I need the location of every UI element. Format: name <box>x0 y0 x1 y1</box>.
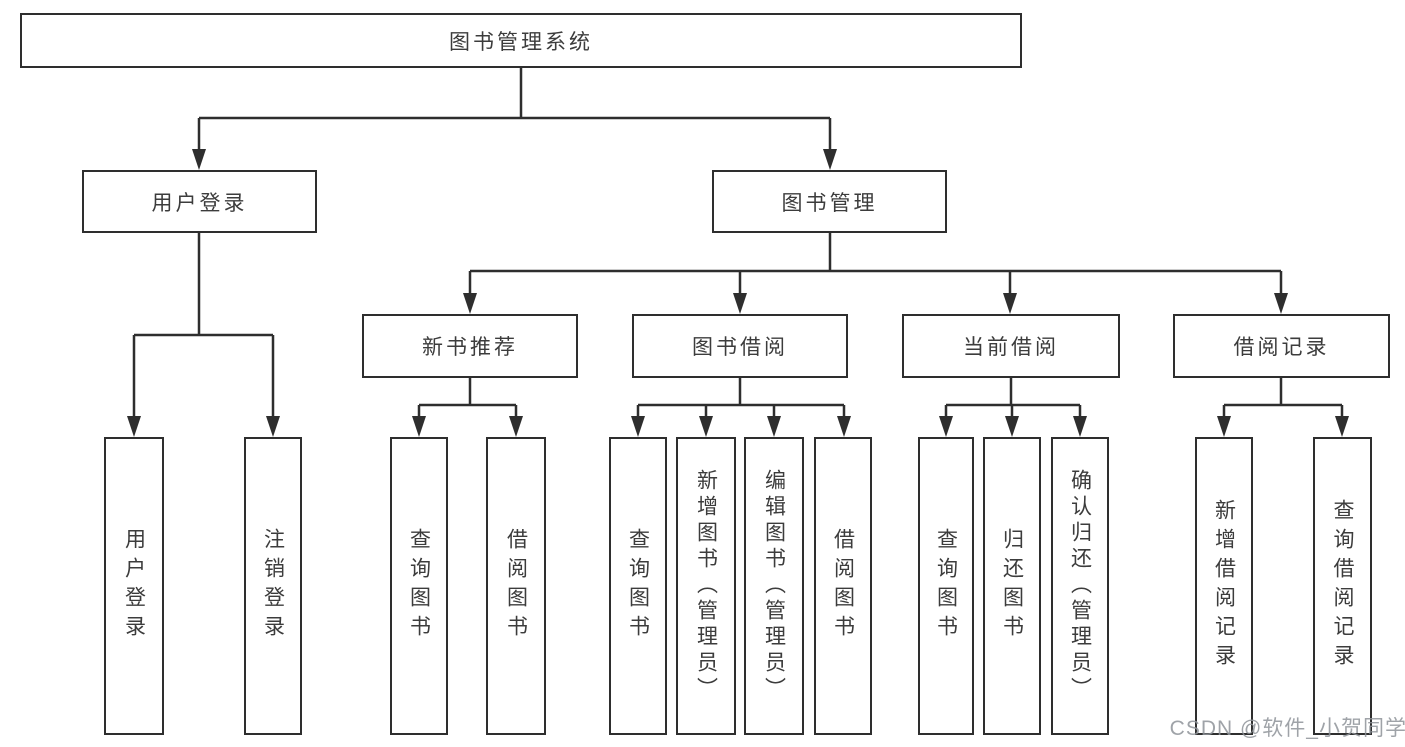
leaf-logout: 注销登录 <box>244 437 302 735</box>
leaf-borrow-books-recommend: 借阅图书 <box>486 437 546 735</box>
leaf-add-borrow-record: 新增借阅记录 <box>1195 437 1253 735</box>
leaf-query-books-current: 查询图书 <box>918 437 974 735</box>
node-user-login: 用户登录 <box>82 170 317 233</box>
node-book-borrowing: 图书借阅 <box>632 314 848 378</box>
node-new-book-recommend: 新书推荐 <box>362 314 578 378</box>
leaf-query-books-recommend: 查询图书 <box>390 437 448 735</box>
node-book-management: 图书管理 <box>712 170 947 233</box>
leaf-add-book-admin: 新增图书（管理员） <box>676 437 736 735</box>
leaf-edit-book-admin: 编辑图书（管理员） <box>744 437 804 735</box>
leaf-query-books-borrowing: 查询图书 <box>609 437 667 735</box>
csdn-watermark: CSDN @软件_小贺同学 <box>1169 717 1405 740</box>
leaf-user-login: 用户登录 <box>104 437 164 735</box>
leaf-return-book: 归还图书 <box>983 437 1041 735</box>
leaf-confirm-return-admin: 确认归还（管理员） <box>1051 437 1109 735</box>
leaf-query-borrow-record: 查询借阅记录 <box>1313 437 1372 735</box>
leaf-borrow-books-borrowing: 借阅图书 <box>814 437 872 735</box>
node-library-system: 图书管理系统 <box>20 13 1022 68</box>
node-borrowing-records: 借阅记录 <box>1173 314 1390 378</box>
node-current-borrowing: 当前借阅 <box>902 314 1120 378</box>
